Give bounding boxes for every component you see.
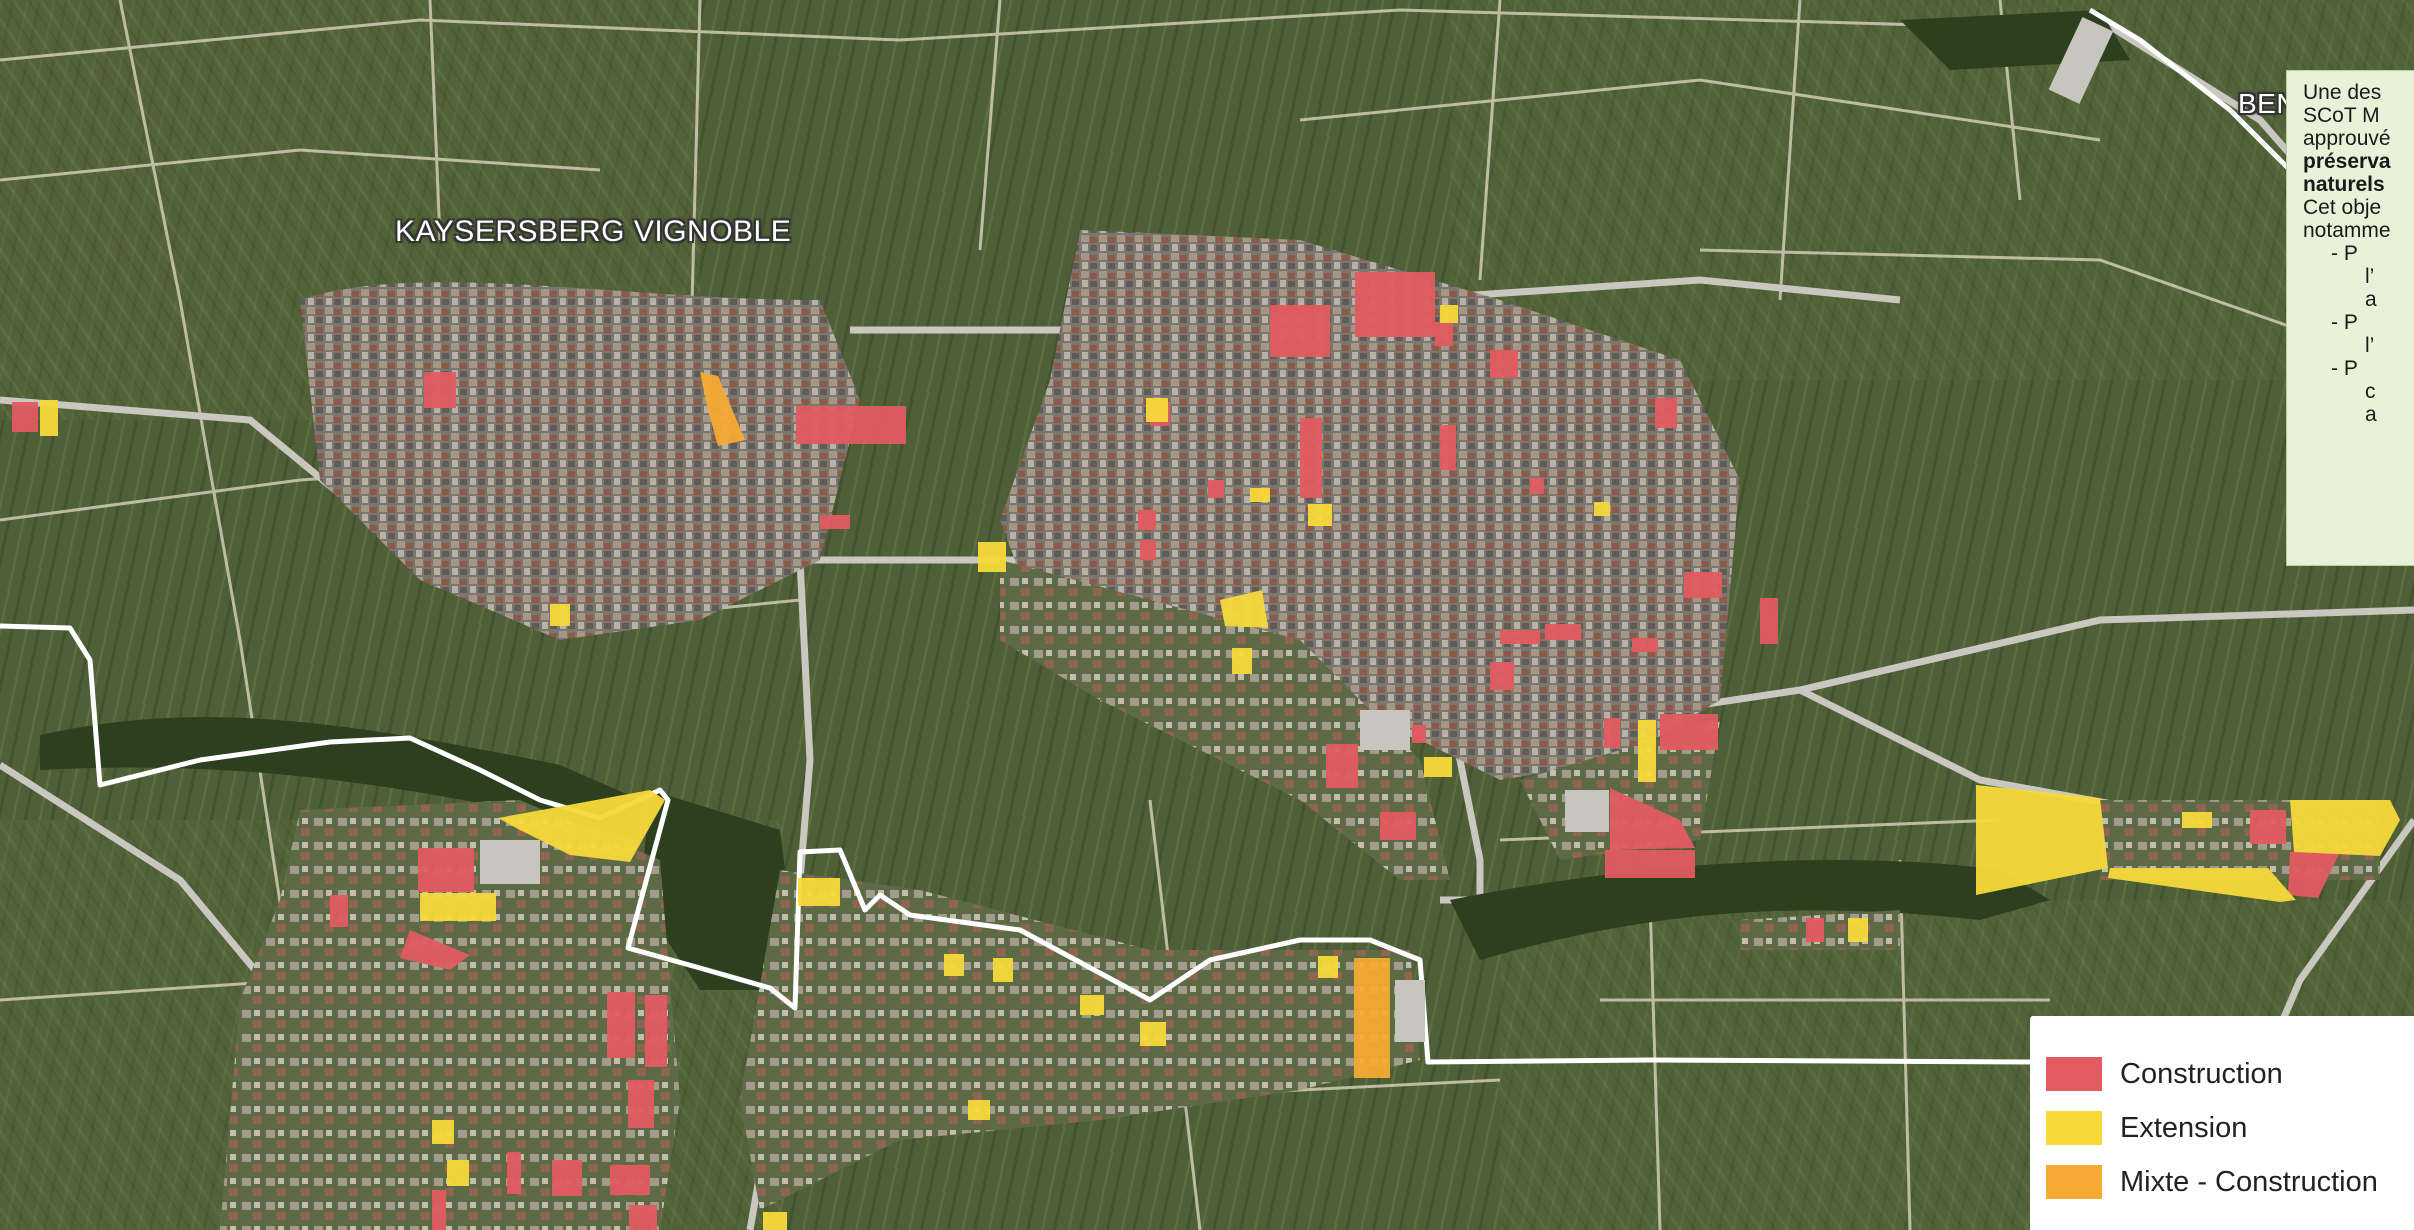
legend-label: Construction [2120, 1057, 2283, 1090]
info-line: notamme [2303, 219, 2391, 242]
legend-swatch-mixte [2046, 1165, 2102, 1199]
info-line: Cet obje [2303, 196, 2382, 219]
info-line: l’ [2365, 265, 2375, 288]
legend-swatch-construction [2046, 1057, 2102, 1091]
extension-zones [40, 305, 2400, 1230]
info-line: c [2365, 380, 2376, 403]
info-bullet: - P [2331, 311, 2358, 334]
construction-zones [12, 272, 2340, 1230]
info-line: naturels [2303, 173, 2385, 196]
commune-label-kaysersberg: KAYSERSBERG VIGNOBLE [395, 215, 792, 248]
legend-label: Extension [2120, 1111, 2248, 1144]
info-line: l’ [2365, 334, 2375, 357]
legend-label: Mixte - Construction [2120, 1165, 2378, 1198]
info-line: a [2365, 403, 2377, 426]
mixte-zones [700, 372, 1390, 1078]
legend-swatch-extension [2046, 1111, 2102, 1145]
legend-item-mixte: Mixte - Construction [2046, 1162, 2378, 1202]
legend-item-extension: Extension [2046, 1108, 2247, 1148]
info-line: SCoT M [2303, 104, 2380, 127]
info-line: préserva [2303, 150, 2391, 173]
info-line: Une des [2303, 81, 2382, 104]
legend-item-construction: Construction [2046, 1054, 2283, 1094]
info-text-box: Une des SCoT M approuvé préserva naturel… [2286, 70, 2414, 566]
map-legend: Construction Extension Mixte - Construct… [2030, 1016, 2414, 1230]
info-bullet: - P [2331, 357, 2358, 380]
info-line: approuvé [2303, 127, 2391, 150]
info-line: a [2365, 288, 2377, 311]
info-bullet: - P [2331, 242, 2358, 265]
